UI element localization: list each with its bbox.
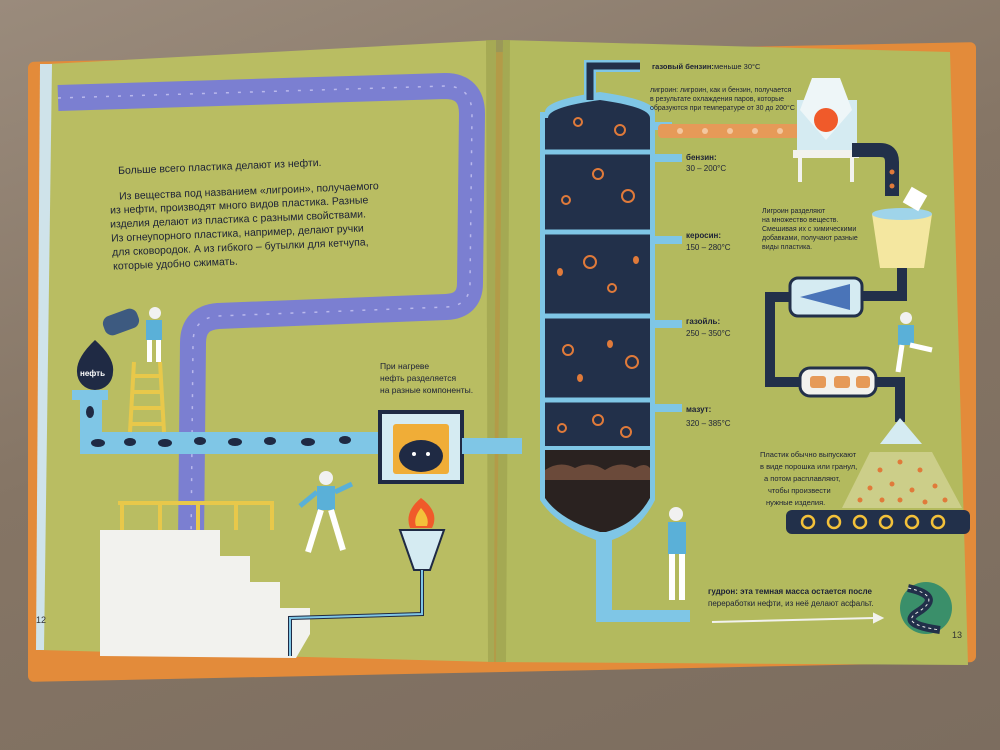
mix-note-5: виды пластика. <box>762 244 813 251</box>
fraction-fueloil-name: мазут: <box>686 405 712 414</box>
ladder <box>128 361 166 433</box>
plastic-note-2: в виде порошка или гранул, <box>760 462 858 471</box>
railing <box>118 501 274 530</box>
mix-note-3: Смешивая их с химическими <box>762 226 857 233</box>
mix-note-4: добавками, получают разные <box>762 235 858 242</box>
granule-hopper <box>880 418 922 444</box>
worker-with-barrel <box>102 307 162 362</box>
column-trays <box>545 149 650 403</box>
fraction-fueloil-range: 320 – 385°C <box>686 419 731 428</box>
plastic-note-3: а потом расплавляют, <box>764 474 841 483</box>
pipe-stripes <box>57 85 473 641</box>
fraction-gasoil-range: 250 – 350°C <box>686 329 731 338</box>
plastic-note-1: Пластик обычно выпускают <box>760 450 857 459</box>
fraction-gas-range: меньше 30°C <box>714 62 761 71</box>
heating-note-2: нефть разделяется <box>380 373 457 383</box>
ligroin-note-3: образуются при температуре от 30 до 200°… <box>650 105 795 112</box>
heating-note-1: При нагреве <box>380 361 430 371</box>
worker-kicking <box>895 312 933 373</box>
worker-at-column <box>668 507 686 600</box>
mix-note-2: на множество веществ. <box>762 217 839 224</box>
left-page <box>40 40 496 662</box>
left-page-number: 12 <box>36 615 47 625</box>
fraction-kerosene-range: 150 – 280°C <box>686 243 731 252</box>
plastic-note-4: чтобы произвести <box>768 486 831 495</box>
ligroin-note-2: в результате охлаждения паров, которые <box>650 96 785 103</box>
fraction-gasoline-name: бензин: <box>686 153 717 162</box>
oil-drop-icon <box>76 340 114 390</box>
tar-note-2: переработки нефти, из неё делают асфальт… <box>708 599 874 608</box>
plastic-note-5: нужные изделия. <box>766 498 826 507</box>
stairs <box>100 530 310 658</box>
tar-note-1: гудрон: эта темная масса остается после <box>708 587 872 596</box>
oil-label: нефть <box>80 369 106 378</box>
fraction-kerosene-name: керосин: <box>686 231 721 240</box>
fraction-gasoil-name: газойль: <box>686 317 721 326</box>
right-page-number: 13 <box>952 630 963 640</box>
worker-with-wrench <box>298 471 354 553</box>
fraction-gasoline-range: 30 – 200°C <box>686 164 727 173</box>
mixing-bucket <box>872 214 932 268</box>
mix-note-1: Лигроин разделяют <box>762 208 826 215</box>
heating-note-3: на разные компоненты. <box>380 385 474 395</box>
tar-arrow <box>711 612 885 624</box>
fraction-gas-name: газовый бензин: <box>652 62 714 71</box>
ligroin-note-1: лигроин: лигроин, как и бензин, получает… <box>650 87 792 94</box>
